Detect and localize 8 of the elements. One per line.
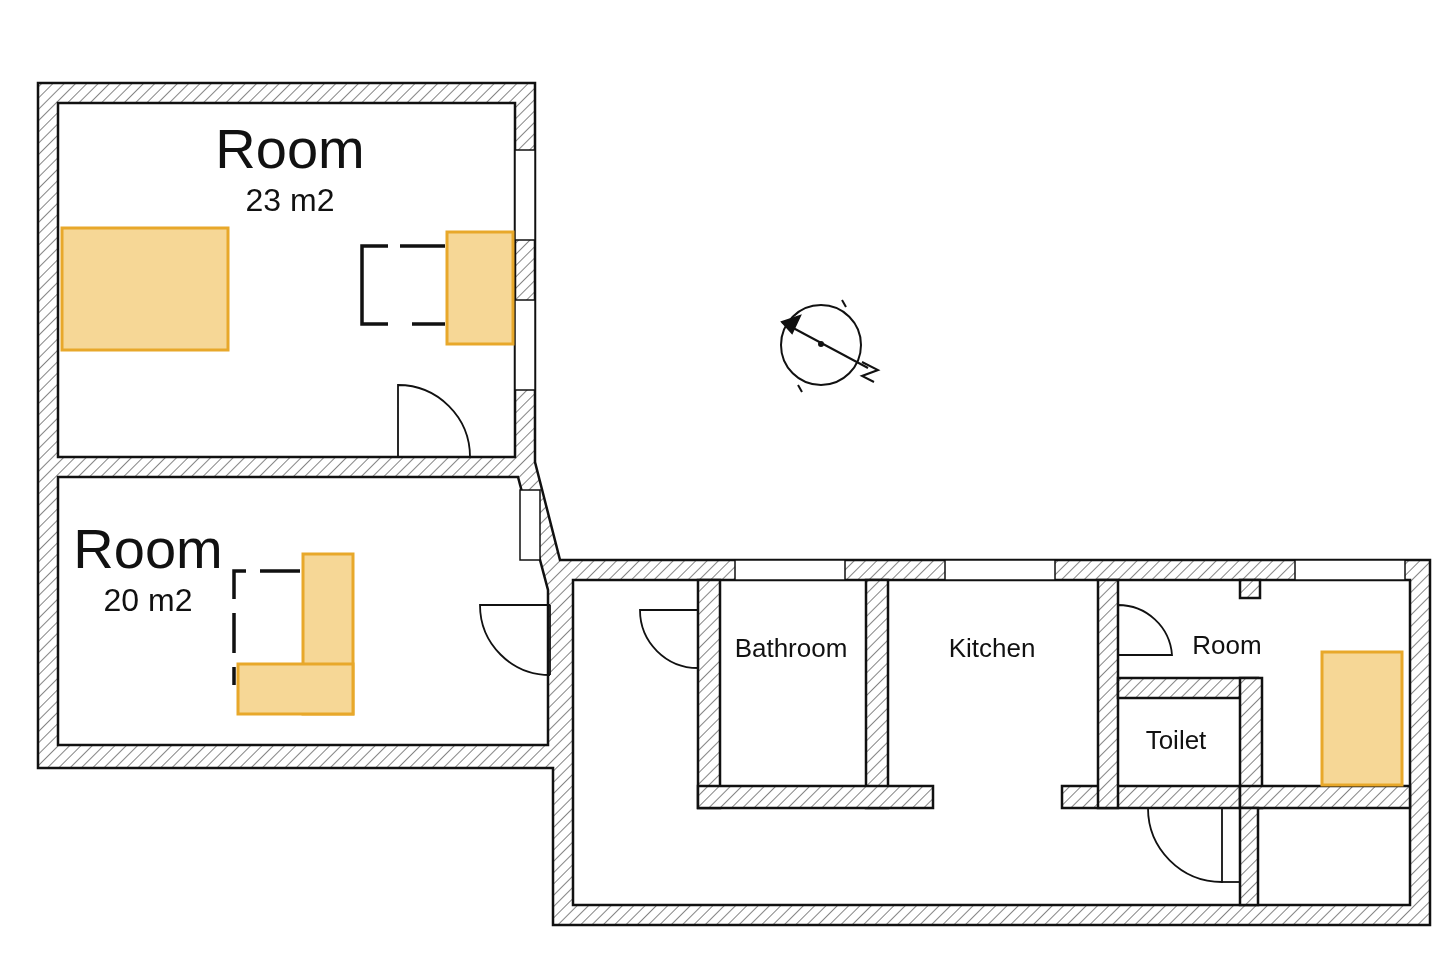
room-name: Toilet [1145, 725, 1207, 755]
room-area: 23 m2 [245, 181, 335, 219]
room-area: 20 m2 [103, 581, 193, 619]
room-name: Room [215, 117, 365, 181]
room-name: Bathroom [734, 633, 848, 663]
room-name: Room [73, 517, 223, 581]
room-name: Kitchen [948, 633, 1036, 663]
room-name: Room [1192, 630, 1262, 660]
